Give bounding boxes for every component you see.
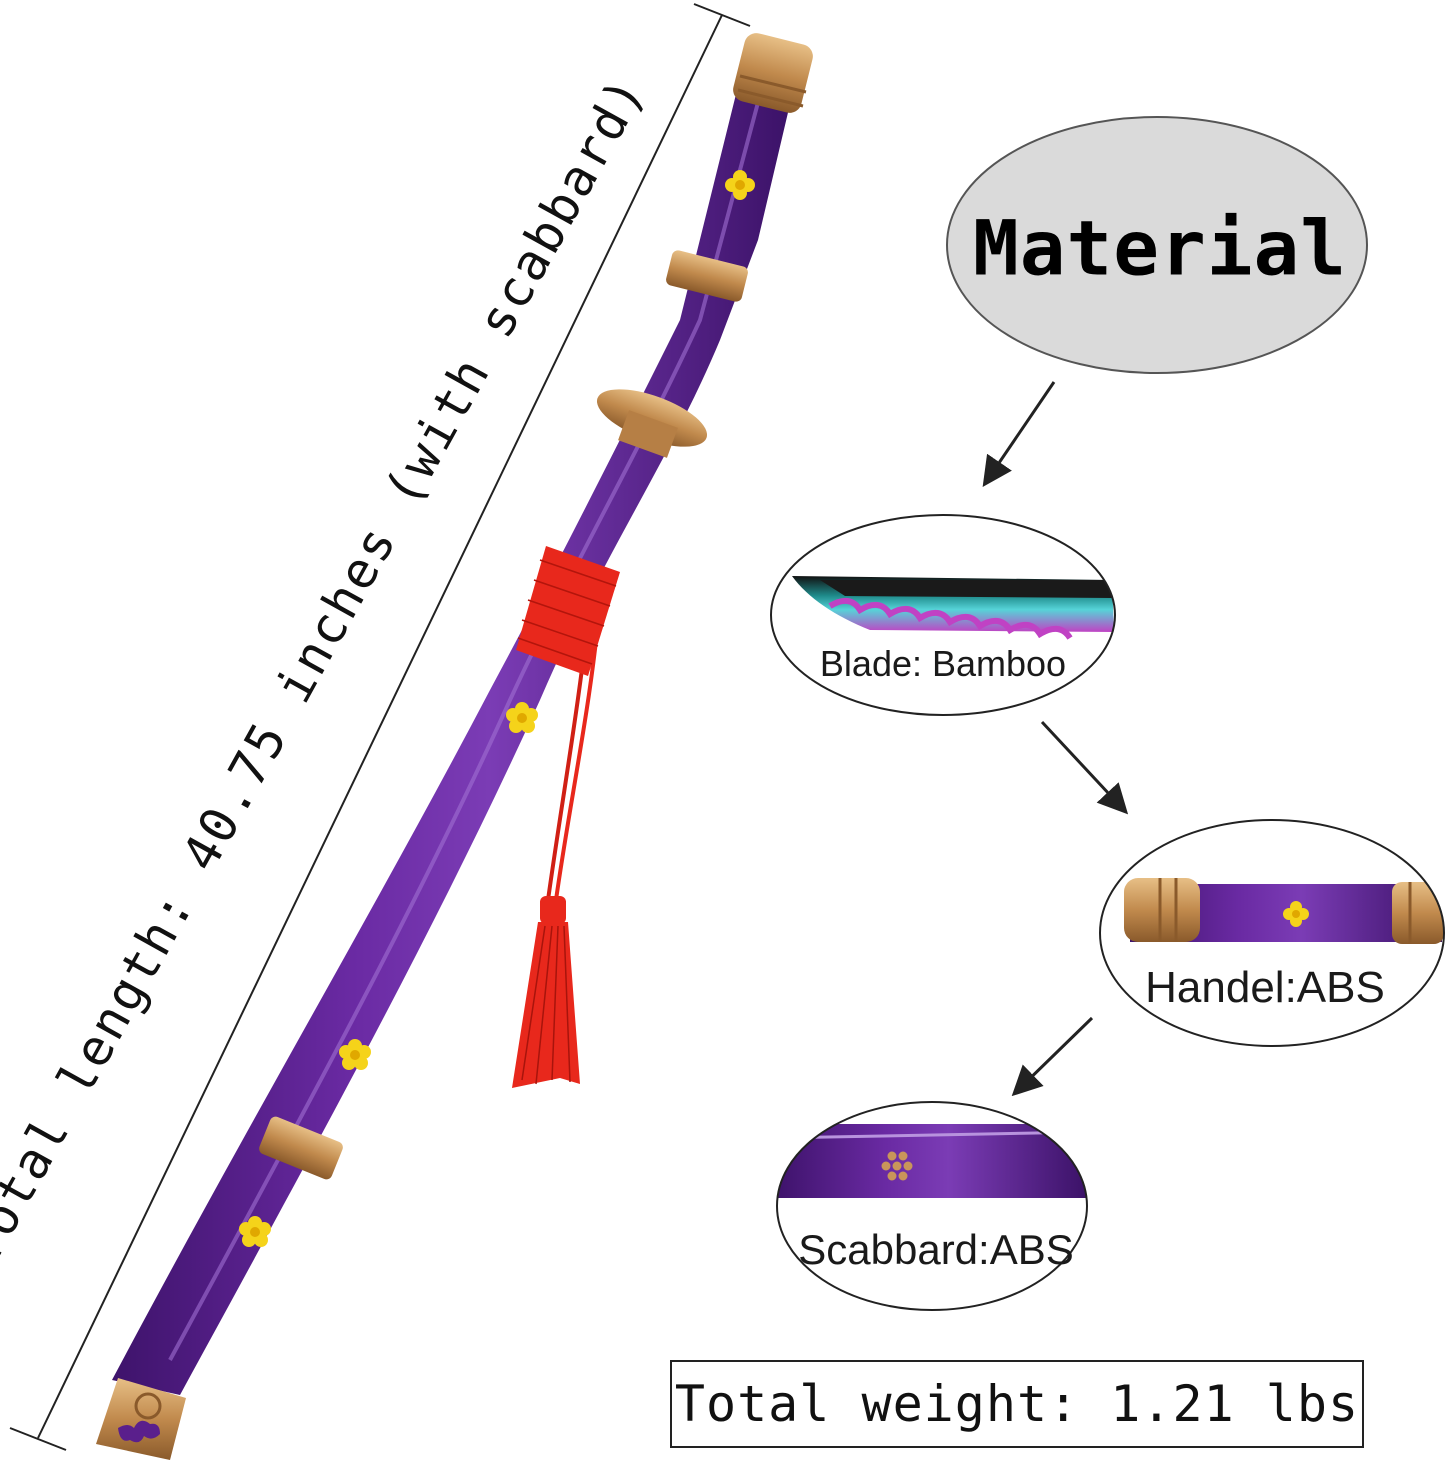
blade-material-label: Blade: Bamboo xyxy=(819,643,1067,684)
scabbard-end-cap xyxy=(96,1378,186,1460)
material-title: Material xyxy=(972,203,1348,293)
blade-detail-circle xyxy=(770,514,1116,716)
total-weight-label: Total weight: 1.21 lbs xyxy=(674,1375,1360,1433)
scabbard-detail-circle xyxy=(776,1101,1088,1311)
scabbard-band-lower xyxy=(259,1116,343,1180)
material-bubble xyxy=(946,116,1368,374)
dimension-line xyxy=(9,3,751,1451)
scabbard-top-cap xyxy=(733,33,813,113)
flow-arrow xyxy=(982,381,1129,1097)
handle-material-label: Handel:ABS xyxy=(1145,963,1385,1012)
scabbard-band-upper xyxy=(666,250,748,302)
total-weight-box: Total weight: 1.21 lbs xyxy=(670,1360,1364,1448)
tsuba-guard xyxy=(596,389,708,458)
scabbard-material-label: Scabbard:ABS xyxy=(798,1226,1074,1273)
red-cord-wrap xyxy=(516,546,620,676)
handle-detail-circle xyxy=(1099,819,1445,1047)
flower-decoration xyxy=(239,170,755,1247)
